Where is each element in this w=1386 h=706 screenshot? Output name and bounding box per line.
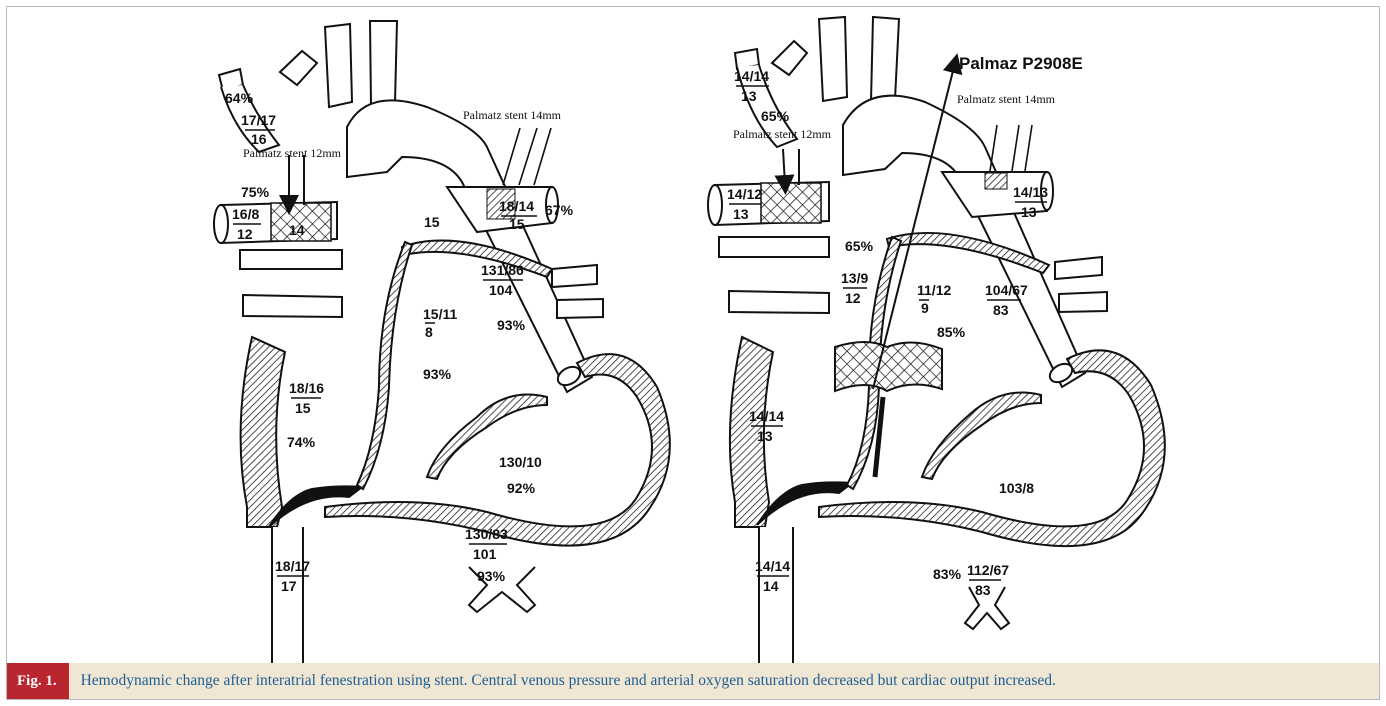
left-lpa-pressure: 18/14 bbox=[499, 198, 534, 214]
left-svc-pressure: 17/17 bbox=[241, 112, 276, 128]
right-stent-12mm: Palmatz stent 12mm bbox=[733, 127, 832, 141]
right-rpa-mean: 13 bbox=[733, 206, 749, 222]
left-rpa-mean: 12 bbox=[237, 226, 253, 242]
left-lv-sat: 92% bbox=[507, 480, 536, 496]
left-ivc-pressure: 18/17 bbox=[275, 558, 310, 574]
right-lpa-mean: 13 bbox=[1021, 204, 1037, 220]
left-stent-12mm: Palmatz stent 12mm bbox=[243, 146, 342, 160]
left-aorta-mean: 104 bbox=[489, 282, 513, 298]
right-lpa-pressure: 14/13 bbox=[1013, 184, 1048, 200]
right-rpa-stent bbox=[761, 183, 821, 223]
right-svc-mean: 13 bbox=[741, 88, 757, 104]
right-ra-mean: 13 bbox=[757, 428, 773, 444]
figure-label: Fig. 1. bbox=[7, 663, 69, 699]
right-la-pressure: 11/12 bbox=[917, 282, 951, 298]
right-la-sat: 85% bbox=[937, 324, 966, 340]
left-aorta-pressure: 131/86 bbox=[481, 262, 524, 278]
left-rpa-sat: 75% bbox=[241, 184, 270, 200]
left-lpa-mean: 15 bbox=[509, 216, 525, 232]
right-ivc-vessel bbox=[759, 527, 793, 663]
right-ivc-pressure: 14/14 bbox=[755, 558, 790, 574]
left-la-mean: 8 bbox=[425, 324, 433, 340]
left-aorta-sat: 93% bbox=[497, 317, 526, 333]
left-ra-wall bbox=[241, 337, 285, 527]
right-desc-aorta-sat: 83% bbox=[933, 566, 962, 582]
right-lpa-stent bbox=[985, 173, 1007, 189]
left-lv-pressure: 130/10 bbox=[499, 454, 542, 470]
left-arch-branch-3 bbox=[370, 21, 397, 105]
right-desc-aorta-mean: 83 bbox=[975, 582, 991, 598]
right-device-label: Palmaz P2908E bbox=[959, 54, 1083, 73]
right-stent-14mm: Palmatz stent 14mm bbox=[957, 92, 1056, 106]
right-svc-pressure: 14/14 bbox=[734, 68, 769, 84]
right-conduit-sat: 65% bbox=[845, 238, 874, 254]
left-svc-mean: 16 bbox=[251, 131, 267, 147]
left-ra-sat: 74% bbox=[287, 434, 316, 450]
left-desc-aorta-pressure: 130/83 bbox=[465, 526, 508, 542]
left-svc-sat: 64% bbox=[225, 90, 254, 106]
left-conduit-mean: 15 bbox=[424, 214, 440, 230]
right-ra-upper-pressure: 13/9 bbox=[841, 270, 868, 286]
left-ivc-vessel bbox=[272, 527, 303, 663]
heart-diagrams: 64% 17/17 16 Palmatz stent 12mm Palmatz … bbox=[7, 7, 1379, 663]
left-septum bbox=[357, 242, 412, 489]
right-aorta-pressure: 104/67 bbox=[985, 282, 1028, 298]
left-arch-branch-2 bbox=[325, 24, 352, 107]
left-la-sat: 93% bbox=[423, 366, 452, 382]
figure-caption: Hemodynamic change after interatrial fen… bbox=[69, 672, 1056, 690]
right-arch-branch-2 bbox=[819, 17, 847, 101]
right-rpa-stent-arrow bbox=[783, 149, 799, 185]
right-ra-upper-mean: 12 bbox=[845, 290, 861, 306]
left-lpa-sat: 67% bbox=[545, 202, 574, 218]
right-la-mean: 9 bbox=[921, 300, 929, 316]
right-rpa-pressure: 14/12 bbox=[727, 186, 762, 202]
right-arch-branch-3 bbox=[871, 17, 899, 101]
right-lv-pressure: 103/8 bbox=[999, 480, 1034, 496]
left-rpa-stent-mean: 14 bbox=[289, 222, 305, 238]
left-arch-branch-1 bbox=[280, 51, 317, 85]
figure-caption-bar: Fig. 1. Hemodynamic change after interat… bbox=[7, 663, 1379, 699]
left-desc-aorta-mean: 101 bbox=[473, 546, 497, 562]
left-ra-mean: 15 bbox=[295, 400, 311, 416]
figure-panel: 64% 17/17 16 Palmatz stent 12mm Palmatz … bbox=[6, 6, 1380, 700]
right-desc-aorta-pressure: 112/67 bbox=[967, 562, 1009, 578]
left-rpa-pressure: 16/8 bbox=[232, 206, 259, 222]
right-atrial-stent bbox=[835, 342, 942, 391]
left-la-pressure: 15/11 bbox=[423, 306, 457, 322]
left-stent-14mm: Palmatz stent 14mm bbox=[463, 108, 562, 122]
left-ivc-mean: 17 bbox=[281, 578, 297, 594]
left-desc-aorta-sat: 93% bbox=[477, 568, 506, 584]
right-ivc-mean: 14 bbox=[763, 578, 779, 594]
left-ra-pressure: 18/16 bbox=[289, 380, 324, 396]
right-ra-pressure: 14/14 bbox=[749, 408, 784, 424]
left-rpa-stent-arrow bbox=[289, 155, 304, 205]
right-arch-branch-1 bbox=[772, 41, 807, 75]
right-svc-sat: 65% bbox=[761, 108, 790, 124]
right-aorta-mean: 83 bbox=[993, 302, 1009, 318]
